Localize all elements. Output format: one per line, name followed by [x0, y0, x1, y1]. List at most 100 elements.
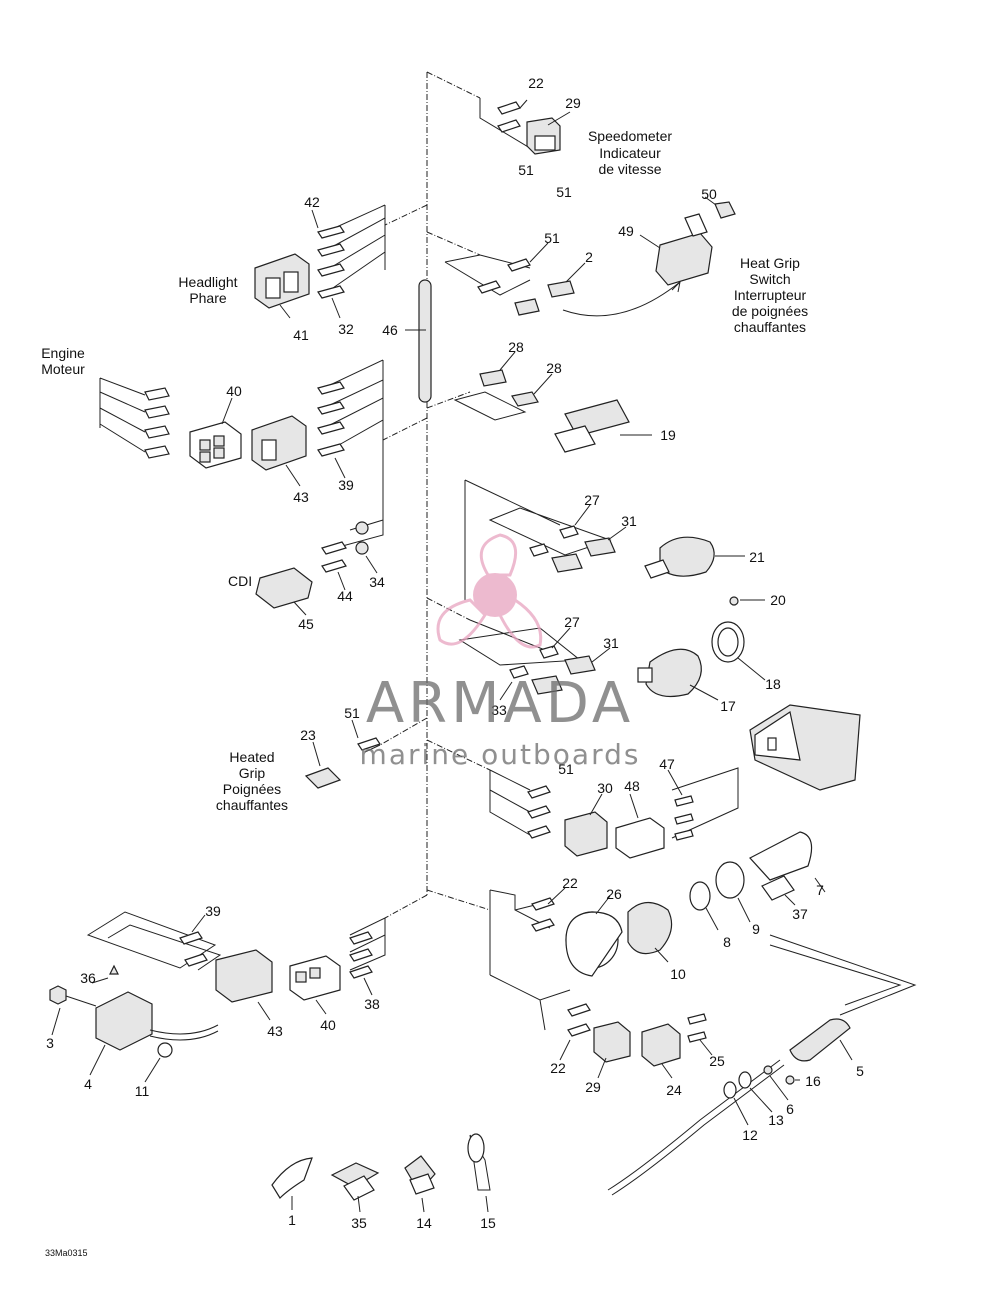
- callout-50: 50: [701, 186, 717, 202]
- callout-35: 35: [351, 1215, 367, 1231]
- connector-43-39-group: [251, 359, 384, 487]
- gauge-cover: [749, 704, 861, 791]
- callout-8: 8: [723, 934, 731, 950]
- callout-49: 49: [618, 223, 634, 239]
- speedometer-label-fr-2: de vitesse: [598, 161, 661, 177]
- gauge-17: [637, 648, 719, 701]
- callout-14: 14: [416, 1215, 432, 1231]
- gauge-connector-group-upper: [464, 479, 627, 600]
- callout-34: 34: [369, 574, 385, 590]
- connector-22-upper: [489, 887, 566, 975]
- bracket-7: [749, 831, 826, 893]
- callout-27: 27: [584, 492, 600, 508]
- connector-39-43-lower: [86, 911, 341, 1021]
- engine-label-fr: Moteur: [41, 361, 85, 377]
- propeller-logo-icon: [436, 533, 543, 649]
- watermark-tagline: marine outboards: [360, 738, 641, 771]
- sleeve-37: [761, 875, 796, 906]
- callout-47: 47: [659, 756, 675, 772]
- speedometer-label: Speedometer Indicateur de vitesse: [588, 128, 672, 177]
- callout-21: 21: [749, 549, 765, 565]
- svg-text:de poignées: de poignées: [732, 303, 808, 319]
- callout-43: 43: [267, 1023, 283, 1039]
- callout-23: 23: [300, 727, 316, 743]
- callout-13: 13: [768, 1112, 784, 1128]
- sensor-5: [789, 1018, 853, 1062]
- callout-43: 43: [293, 489, 309, 505]
- callout-20: 20: [770, 592, 786, 608]
- callout-39: 39: [338, 477, 354, 493]
- connector-38-group: [349, 917, 386, 996]
- callout-28: 28: [508, 339, 524, 355]
- callout-4: 4: [84, 1076, 92, 1092]
- callout-22: 22: [528, 75, 544, 91]
- callout-18: 18: [765, 676, 781, 692]
- tie-15: [467, 1133, 491, 1213]
- cdi-connector-group: [255, 440, 384, 616]
- callout-40: 40: [226, 383, 242, 399]
- heated-grip-connector-group: [304, 719, 381, 789]
- callout-10: 10: [670, 966, 686, 982]
- svg-text:Interrupteur: Interrupteur: [734, 287, 807, 303]
- callout-5: 5: [856, 1063, 864, 1079]
- callout-41: 41: [293, 327, 309, 343]
- callout-25: 25: [709, 1053, 725, 1069]
- module-4: [49, 964, 219, 1083]
- callout-17: 17: [720, 698, 736, 714]
- gauge-connector-group-lower: [458, 619, 611, 701]
- callout-45: 45: [298, 616, 314, 632]
- callout-30: 30: [597, 780, 613, 796]
- svg-text:chauffantes: chauffantes: [216, 797, 288, 813]
- callout-36: 36: [80, 970, 96, 986]
- cdi-label: CDI: [228, 573, 252, 589]
- callout-29: 29: [585, 1079, 601, 1095]
- gauge-26: [565, 895, 623, 977]
- callout-12: 12: [742, 1127, 758, 1143]
- callout-31: 31: [621, 513, 637, 529]
- heated-grip-label: Heated Grip Poignées chauffantes: [216, 749, 288, 813]
- armada-watermark: ARMADA marine outboards: [360, 533, 641, 771]
- callout-32: 32: [338, 321, 354, 337]
- headlight-label-en: Headlight: [178, 274, 237, 290]
- callout-33: 33: [491, 702, 507, 718]
- ring-18: [711, 621, 766, 681]
- svg-text:Grip: Grip: [239, 765, 266, 781]
- gauge-21: [644, 536, 745, 579]
- nut-20: [729, 596, 765, 606]
- speedometer-label-fr-1: Indicateur: [599, 145, 661, 161]
- sensor-wire-loop: [687, 934, 917, 1056]
- callout-11: 11: [135, 1083, 150, 1099]
- callout-29: 29: [565, 95, 581, 111]
- heat-grip-connector-group: [444, 242, 681, 317]
- nut-8-and-ring-9: [689, 861, 751, 931]
- svg-text:chauffantes: chauffantes: [734, 319, 806, 335]
- headlight-label-fr: Phare: [189, 290, 227, 306]
- connector-28-group: [453, 351, 553, 421]
- heat-grip-switch-label: Heat Grip Switch Interrupteur de poignée…: [732, 255, 808, 335]
- callout-51: 51: [556, 184, 572, 200]
- callout-44: 44: [337, 588, 353, 604]
- callout-22: 22: [562, 875, 578, 891]
- svg-text:Heated: Heated: [229, 749, 274, 765]
- callout-24: 24: [666, 1082, 682, 1098]
- part-46-harness-sleeve: [405, 279, 432, 403]
- callout-51: 51: [544, 230, 560, 246]
- svg-text:Heat Grip: Heat Grip: [740, 255, 800, 271]
- callout-6: 6: [786, 1101, 794, 1117]
- heat-grip-switch: [639, 196, 736, 286]
- callout-46: 46: [382, 322, 398, 338]
- callout-27: 27: [564, 614, 580, 630]
- callout-31: 31: [603, 635, 619, 651]
- callout-51: 51: [518, 162, 534, 178]
- gauge-10: [627, 901, 673, 963]
- speedometer-connector-group: [479, 98, 571, 155]
- callout-48: 48: [624, 778, 640, 794]
- clamp-14: [404, 1155, 436, 1213]
- sensor-cable: [607, 1059, 800, 1196]
- callout-3: 3: [46, 1035, 54, 1051]
- callout-2: 2: [585, 249, 593, 265]
- callout-7: 7: [816, 882, 824, 898]
- switch-19: [554, 399, 652, 453]
